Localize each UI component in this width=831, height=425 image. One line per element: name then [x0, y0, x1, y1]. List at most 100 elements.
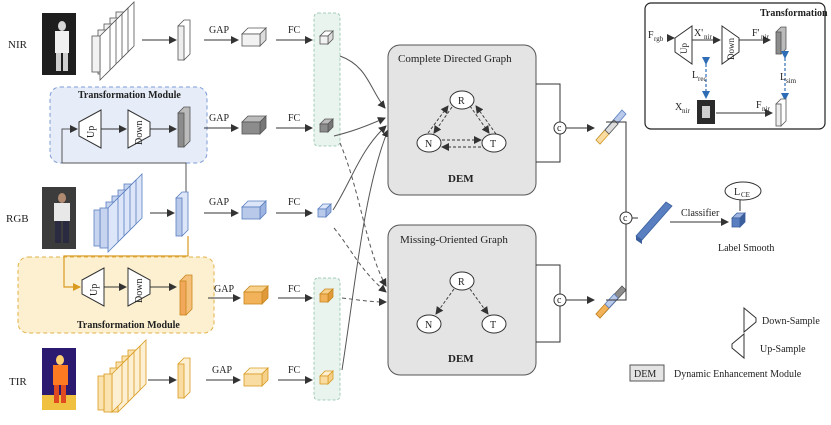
missing-graph-edges: [435, 288, 489, 315]
complete-graph-title: Complete Directed Graph: [398, 53, 512, 65]
gap-feature-rgb: [241, 200, 267, 220]
rgb-input-image: [42, 187, 76, 249]
inset-lsim-sub: sim: [786, 77, 797, 85]
conn-rgb-to-complete: [332, 125, 387, 211]
inset-down-label: Down: [726, 38, 736, 60]
complete-dem-label: DEM: [448, 173, 474, 185]
fc-group-bottom: [313, 277, 341, 401]
inset-title: Transformation: [760, 8, 828, 19]
transformation-module-orange-title: Transformation Module: [77, 320, 180, 331]
concat-missing-label: c: [557, 295, 562, 306]
complete-node-r-label: R: [458, 96, 465, 107]
conn-tmorange-to-missing: [341, 297, 387, 306]
transformation-module-blue-title: Transformation Module: [78, 90, 181, 101]
inset-fnir: F: [756, 100, 762, 111]
gap-label-tm-orange: GAP: [214, 284, 234, 295]
tm-orange-output-feature: [179, 274, 193, 316]
label-smooth-text: Label Smooth: [718, 243, 774, 254]
tir-label: TIR: [9, 376, 27, 388]
tir-backbone: [97, 339, 147, 413]
nir-backbone: [91, 1, 135, 81]
fc-feature-nir: [319, 30, 334, 45]
lce-ellipse: [724, 181, 762, 201]
missing-node-n-label: N: [425, 320, 432, 331]
legend-down-sample-label: Down-Sample: [762, 316, 820, 327]
transformation-inset: [644, 2, 826, 130]
complete-directed-graph-box: [387, 44, 537, 196]
missing-node-r-label: R: [458, 277, 465, 288]
complete-out-line-2: [536, 134, 561, 163]
rgb-feature: [175, 191, 189, 237]
tm-orange-down-label: Down: [134, 279, 145, 303]
final-line-1: [606, 121, 627, 212]
missing-graph-title: Missing-Oriented Graph: [400, 234, 508, 246]
concat-complete-label: c: [557, 123, 562, 134]
gap-label-nir: GAP: [209, 25, 229, 36]
tm-orange-up-block: [81, 267, 105, 307]
legend-dem-box-label: DEM: [634, 369, 656, 380]
inset-xnir: X: [675, 102, 683, 113]
conn-tmblue-to-missing: [339, 142, 387, 287]
nir-input-image: [42, 13, 76, 75]
complete-node-n-label: N: [425, 139, 432, 150]
inset-up-label: Up: [679, 43, 689, 54]
complete-out-line-1: [536, 83, 561, 122]
nir-label: NIR: [8, 39, 28, 51]
inset-down-block: [721, 25, 740, 65]
rgb-backbone: [93, 173, 143, 253]
classifier-output: [731, 212, 746, 228]
nir-feature: [177, 19, 191, 61]
missing-oriented-graph-box: [387, 224, 537, 376]
tm-blue-up-label: Up: [86, 126, 97, 138]
conn-rgb-to-missing: [333, 227, 387, 293]
legend-dem-desc: Dynamic Enhancement Module: [674, 369, 802, 380]
conn-nir-to-complete: [339, 55, 386, 109]
complete-node-t: [481, 133, 507, 153]
inset-fprime-feature: [775, 26, 787, 55]
fused-feature-complete: [595, 109, 627, 145]
final-line-2: [606, 224, 627, 301]
rgb-to-tm-blue-line: [61, 125, 187, 196]
fc-feature-tm-blue: [319, 118, 334, 133]
fc-label-tir: FC: [288, 365, 301, 376]
inset-lrec: L: [692, 70, 698, 81]
rgb-to-tm-orange-line: [63, 236, 189, 291]
gap-feature-nir: [241, 27, 267, 47]
gap-feature-tm-blue: [241, 115, 267, 135]
inset-fprime-sub: nir: [761, 33, 769, 41]
missing-node-n: [416, 314, 442, 334]
inset-x-prime-sub: nir: [704, 33, 712, 41]
tm-blue-down-block: [127, 109, 151, 149]
lce-sub: CE: [741, 191, 750, 199]
tm-orange-down-block: [127, 267, 151, 307]
gap-labels: GAP GAP GAP GAP GAP: [209, 25, 234, 376]
gap-label-tir: GAP: [212, 365, 232, 376]
legend-down-sample-icon: [743, 306, 757, 334]
legend-up-sample-label: Up-Sample: [760, 344, 806, 355]
inset-f-rgb: F: [648, 30, 654, 41]
legend-up-sample-icon: [731, 332, 745, 360]
missing-node-t-label: T: [490, 320, 496, 331]
fc-label-nir: FC: [288, 25, 301, 36]
tm-blue-output-feature: [177, 106, 191, 148]
missing-out-line-2: [536, 306, 561, 343]
fc-feature-tir: [319, 370, 334, 385]
missing-dem-label: DEM: [448, 353, 474, 365]
inset-up-block: [674, 25, 693, 65]
classifier-label: Classifier: [681, 208, 720, 219]
inset-fnir-feature: [775, 98, 787, 127]
missing-node-t: [481, 314, 507, 334]
missing-out-line-1: [536, 264, 561, 294]
fused-feature-missing: [595, 285, 627, 319]
complete-node-t-label: T: [490, 139, 496, 150]
tm-orange-up-label: Up: [89, 284, 100, 296]
inset-lsim: L: [780, 72, 786, 83]
missing-node-r: [449, 271, 475, 291]
fc-label-rgb: FC: [288, 197, 301, 208]
concat-final-label: c: [623, 213, 628, 224]
fc-labels: FC FC FC FC FC: [288, 25, 301, 376]
conn-tmblue-to-complete: [333, 117, 386, 137]
fc-feature-tm-orange: [319, 288, 334, 303]
gap-feature-tir: [243, 367, 269, 387]
complete-node-r: [449, 90, 475, 110]
